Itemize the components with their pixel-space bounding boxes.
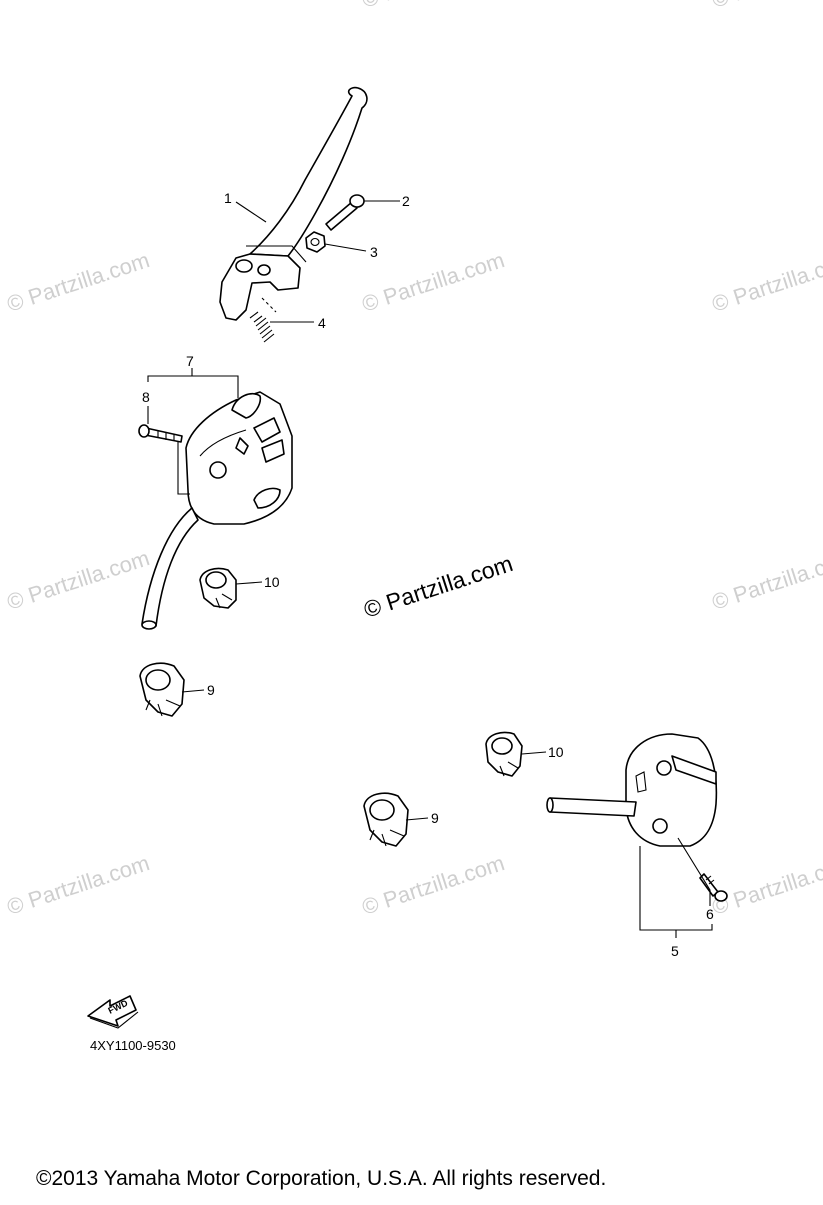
- callout-3: 3: [370, 244, 378, 260]
- watermark: © Partzilla.com: [709, 247, 823, 317]
- callout-8: 8: [142, 389, 150, 405]
- left-switch-housing[interactable]: [185, 391, 293, 525]
- callout-labels: 1 2 3 4 7 8 10 9 10 9 6 5: [142, 190, 714, 959]
- copyright-notice: ©2013 Yamaha Motor Corporation, U.S.A. A…: [36, 1167, 606, 1190]
- callout-9-left: 9: [207, 682, 215, 698]
- watermark: © Partzilla.com: [4, 545, 153, 615]
- spring-part-4[interactable]: [249, 297, 277, 343]
- callout-4: 4: [318, 315, 326, 331]
- watermark: © Partzilla.com: [709, 545, 823, 615]
- watermark: © Partzilla.com: [359, 0, 508, 13]
- leader-lines: [147, 200, 711, 906]
- callout-6: 6: [706, 906, 714, 922]
- diagram-reference: 4XY1100-9530: [90, 1038, 176, 1053]
- watermark: © Partzilla.com: [359, 247, 508, 317]
- clamp-part-9-left[interactable]: [139, 662, 185, 717]
- callout-10-right: 10: [548, 744, 564, 760]
- screw-part-8[interactable]: [138, 424, 183, 443]
- callout-5: 5: [671, 943, 679, 959]
- clamp-part-10-right[interactable]: [485, 731, 523, 777]
- lever-part[interactable]: [219, 86, 368, 321]
- left-switch-cable: [141, 507, 199, 630]
- watermark: © Partzilla.com: [4, 247, 153, 317]
- bolt-part-2[interactable]: [325, 194, 365, 231]
- callout-bracket-5: [639, 846, 713, 938]
- callout-1: 1: [224, 190, 232, 206]
- callout-2: 2: [402, 193, 410, 209]
- callout-bracket-7: [147, 368, 239, 495]
- callout-7: 7: [186, 353, 194, 369]
- clamp-part-9-right[interactable]: [363, 792, 409, 847]
- watermark: © Partzilla.com: [709, 850, 823, 920]
- center-watermark: © Partzilla.com: [361, 550, 516, 623]
- callout-9-right: 9: [431, 810, 439, 826]
- right-switch-housing[interactable]: [546, 733, 718, 847]
- callout-10-left: 10: [264, 574, 280, 590]
- fwd-arrow-icon: FWD: [87, 995, 139, 1029]
- clamp-part-10-left[interactable]: [199, 567, 237, 609]
- watermark: © Partzilla.com: [4, 850, 153, 920]
- nut-part-3[interactable]: [305, 231, 326, 253]
- watermark: © Partzilla.com: [709, 0, 823, 13]
- watermark: © Partzilla.com: [359, 850, 508, 920]
